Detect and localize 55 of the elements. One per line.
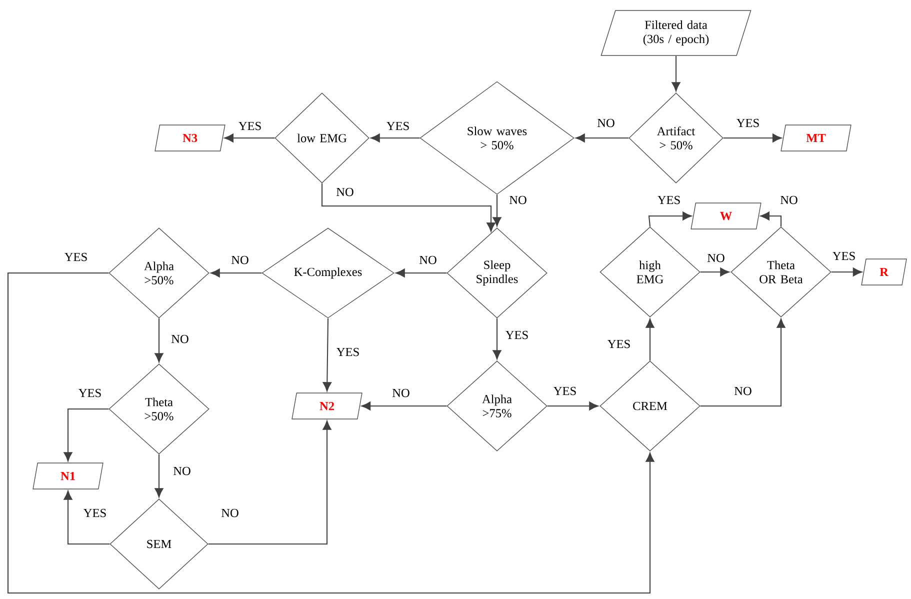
arrow xyxy=(492,318,502,360)
data-box: Filtered data (30s / epoch) xyxy=(600,10,752,56)
edge-label: YES xyxy=(384,120,412,132)
edge-label: NO xyxy=(705,252,727,264)
edge-label: NO xyxy=(171,465,193,477)
edge-label: NO xyxy=(334,186,356,198)
edge-label: NO xyxy=(169,333,191,345)
edge-label: YES xyxy=(504,329,530,341)
arrow xyxy=(361,402,447,410)
edge-label: NO xyxy=(732,385,754,397)
outcome-box: W xyxy=(690,202,762,230)
arrow xyxy=(547,402,598,410)
edge-label: YES xyxy=(82,507,108,519)
arrow xyxy=(154,318,164,362)
arrow xyxy=(492,194,502,226)
outcome-box: N2 xyxy=(292,392,362,420)
outcome-box: R xyxy=(861,258,907,286)
edge-label: NO xyxy=(507,194,529,206)
arrow xyxy=(322,318,332,392)
arrow xyxy=(154,454,164,498)
outcome-box: N3 xyxy=(154,124,226,152)
edge-label: YES xyxy=(334,346,362,358)
edge-label: YES xyxy=(76,387,104,399)
edge-label: NO xyxy=(778,194,800,206)
edge-label: NO xyxy=(595,117,617,129)
outcome-box: N1 xyxy=(32,462,104,490)
arrow xyxy=(700,268,730,276)
arrow xyxy=(672,56,680,92)
arrow xyxy=(321,183,496,232)
edge-label: YES xyxy=(830,250,858,262)
edge-label: YES xyxy=(62,251,90,263)
arrow xyxy=(576,134,629,142)
arrow xyxy=(831,268,862,276)
arrow xyxy=(760,212,782,227)
arrow xyxy=(646,318,654,361)
edge-label: NO xyxy=(417,254,439,266)
edge-label: YES xyxy=(734,117,762,129)
edge-label: YES xyxy=(236,120,264,132)
edge-label: NO xyxy=(229,254,251,266)
edge-label: YES xyxy=(606,338,632,350)
edge-label: YES xyxy=(656,194,682,206)
arrow xyxy=(64,490,110,545)
edge-label: YES xyxy=(552,385,578,397)
arrow xyxy=(648,212,692,227)
edge-label: NO xyxy=(390,387,412,399)
arrow xyxy=(700,318,786,407)
arrow xyxy=(370,134,420,142)
arrow xyxy=(723,134,782,142)
arrow xyxy=(208,420,332,545)
arrow xyxy=(224,134,275,142)
arrow xyxy=(396,268,447,278)
edge-label: NO xyxy=(219,507,241,519)
arrow xyxy=(64,408,109,462)
arrow xyxy=(210,268,262,278)
outcome-box: MT xyxy=(780,124,852,152)
